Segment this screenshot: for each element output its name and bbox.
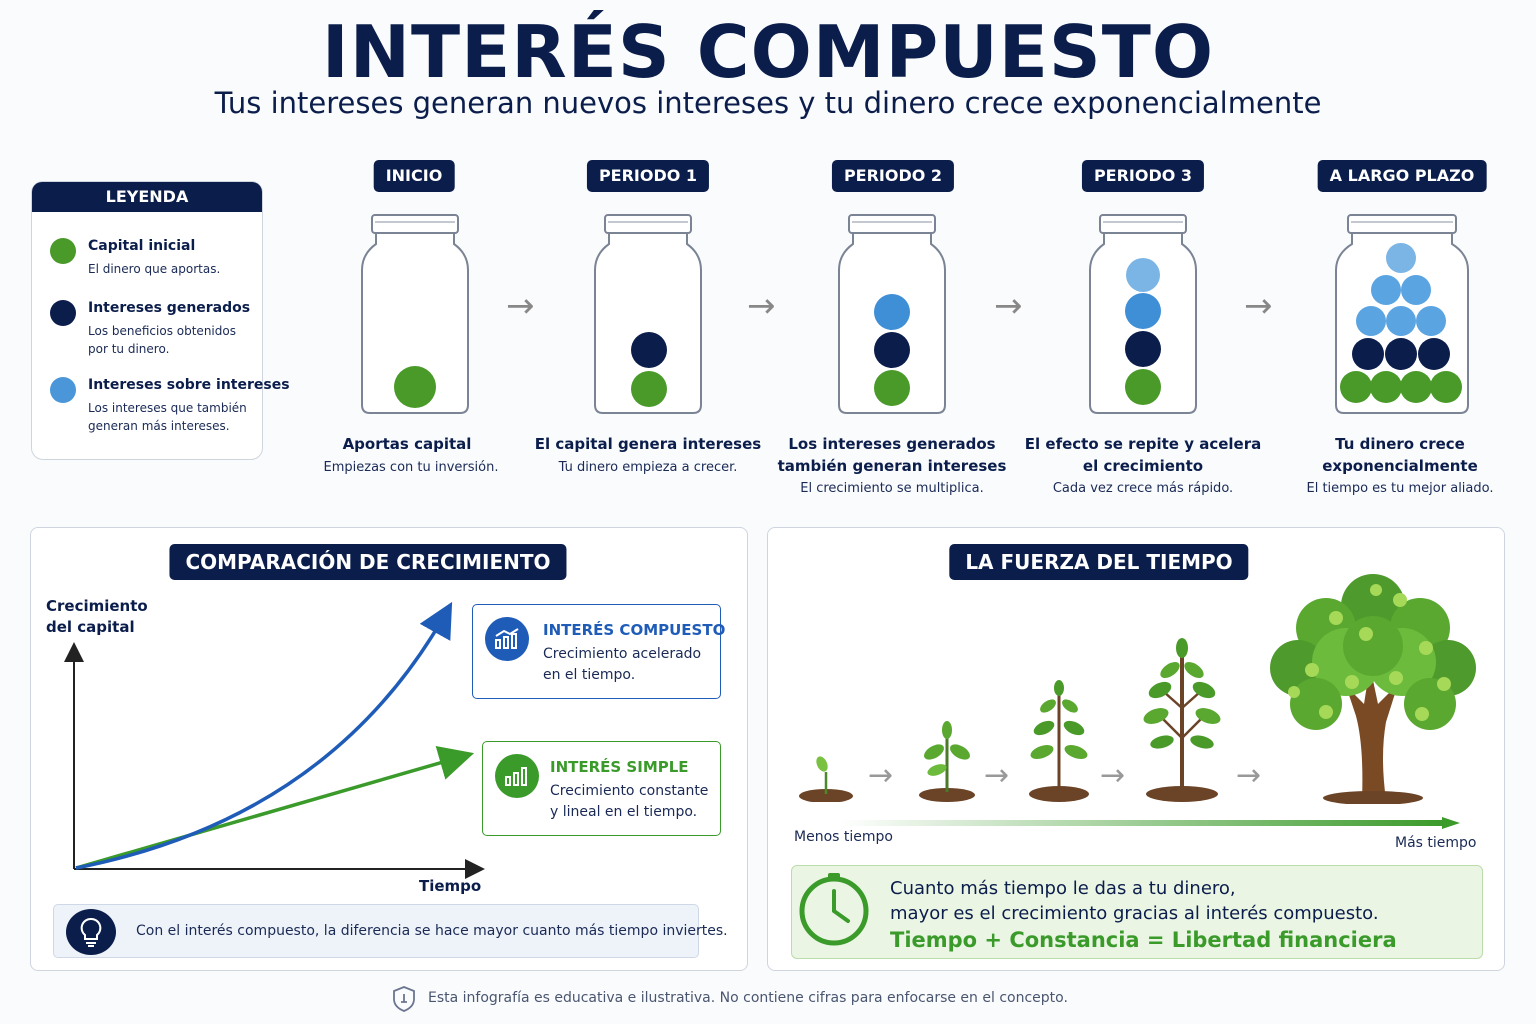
axis-x-label: Tiempo <box>419 877 482 895</box>
arrow-right-icon: → <box>1100 758 1126 793</box>
arrow-right-icon: → <box>747 286 776 326</box>
seedling-icon <box>919 721 975 802</box>
legend-title: LEYENDA <box>32 182 262 212</box>
tip-box: Con el interés compuesto, la diferencia … <box>53 904 728 958</box>
arrow-right-icon: → <box>506 286 535 326</box>
shield-icon <box>393 986 415 1012</box>
stage-label: A LARGO PLAZO <box>1317 160 1487 192</box>
jar-icon <box>361 214 469 414</box>
clock-icon <box>799 873 869 946</box>
quote-line: Cuanto más tiempo le das a tu dinero, <box>890 878 1236 899</box>
sprout-icon <box>799 756 853 802</box>
arrow-right-icon: → <box>868 758 894 793</box>
sapling-icon <box>1029 680 1089 802</box>
jar-icon <box>594 214 702 414</box>
more-time-label: Más tiempo <box>1395 835 1477 851</box>
stage-label: PERIODO 3 <box>1081 160 1205 192</box>
chart-up-icon <box>485 617 529 661</box>
time-panel: LA FUERZA DEL TIEMPO → → → <box>767 527 1505 971</box>
stage-desc: Cada vez crece más rápido. <box>1052 481 1234 496</box>
stage-desc: Empiezas con tu inversión. <box>323 460 499 475</box>
page-subtitle: Tus intereses generan nuevos intereses y… <box>214 86 1322 120</box>
legend: LEYENDA Capital inicial El dinero que ap… <box>31 181 290 460</box>
simple-interest-line <box>75 745 475 870</box>
tip-text: Con el interés compuesto, la diferencia … <box>136 923 728 939</box>
stage-label: PERIODO 2 <box>831 160 955 192</box>
stage-title: Aportas capital <box>342 435 472 453</box>
stage-desc: El crecimiento se multiplica. <box>800 481 984 496</box>
stage-label: INICIO <box>373 160 455 192</box>
legend-item-desc: El dinero que aportas. <box>88 262 221 276</box>
growth-chart <box>64 601 485 879</box>
panel-title: COMPARACIÓN DE CRECIMIENTO <box>169 544 567 580</box>
jar-icon <box>1089 214 1197 414</box>
card-desc: Crecimiento acelerado en el tiempo. <box>543 646 702 683</box>
stage-title: El capital genera intereses <box>534 435 762 453</box>
compound-interest-line <box>75 601 453 870</box>
legend-item-desc: Los intereses que también generan más in… <box>88 401 247 433</box>
green-coin-icon <box>50 238 76 264</box>
jar-icon <box>838 214 946 414</box>
footer-note: Esta infografía es educativa e ilustrati… <box>428 990 1068 1006</box>
legend-item-desc: Los beneficios obtenidos por tu dinero. <box>88 324 236 356</box>
stage-desc: El tiempo es tu mejor aliado. <box>1306 481 1494 496</box>
quote-line: mayor es el crecimiento gracias al inter… <box>890 903 1379 924</box>
lightbulb-icon <box>66 909 116 955</box>
comparison-panel: COMPARACIÓN DE CRECIMIENTO Crecimiento d… <box>30 527 748 971</box>
legend-item-title: Capital inicial <box>88 238 196 254</box>
page-title: INTERÉS COMPUESTO <box>321 10 1215 94</box>
stage-label: PERIODO 1 <box>586 160 710 192</box>
arrow-right-icon: → <box>1236 758 1262 793</box>
quote-box: Cuanto más tiempo le das a tu dinero, ma… <box>791 865 1483 959</box>
card-desc: Crecimiento constante y lineal en el tie… <box>550 783 709 820</box>
stage-title: Tu dinero crece exponencialmente <box>1322 435 1478 475</box>
quote-highlight: Tiempo + Constancia = Libertad financier… <box>890 928 1397 952</box>
compound-card: INTERÉS COMPUESTO Crecimiento acelerado … <box>472 604 725 699</box>
less-time-label: Menos tiempo <box>794 829 893 845</box>
blue-coin-icon <box>50 377 76 403</box>
navy-coin-icon <box>50 300 76 326</box>
stage-title: Los intereses generados también generan … <box>777 435 1007 475</box>
panel-title: LA FUERZA DEL TIEMPO <box>949 544 1249 580</box>
simple-card: INTERÉS SIMPLE Crecimiento constante y l… <box>482 741 721 836</box>
arrow-right-icon: → <box>1244 286 1273 326</box>
legend-item-title: Intereses sobre intereses <box>88 377 290 393</box>
stage-desc: Tu dinero empieza a crecer. <box>558 460 738 475</box>
card-title: INTERÉS COMPUESTO <box>543 621 726 639</box>
legend-item-title: Intereses generados <box>88 300 251 316</box>
apple-tree-icon <box>1270 574 1476 804</box>
young-tree-icon <box>1143 638 1221 802</box>
bar-chart-icon <box>495 754 539 798</box>
time-arrow <box>840 817 1460 829</box>
stage-title: El efecto se repite y acelera el crecimi… <box>1024 435 1262 475</box>
card-title: INTERÉS SIMPLE <box>550 758 689 776</box>
jar-icon <box>1335 214 1469 414</box>
arrow-right-icon: → <box>994 286 1023 326</box>
arrow-right-icon: → <box>984 758 1010 793</box>
axis-y-label: Crecimiento del capital <box>46 597 148 636</box>
